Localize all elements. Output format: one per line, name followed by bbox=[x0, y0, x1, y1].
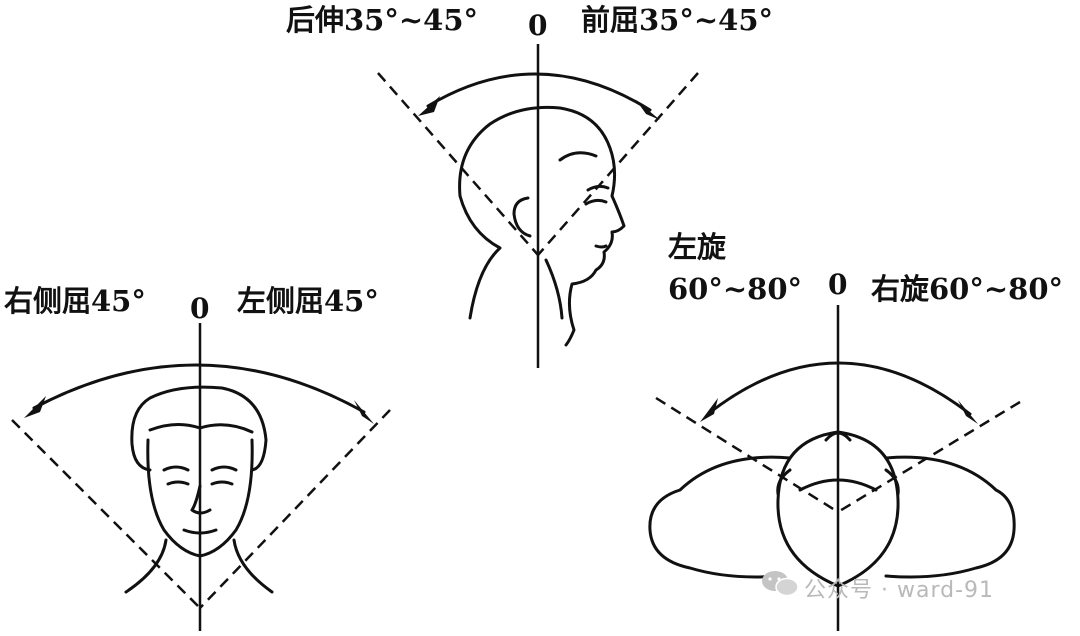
extension-range-label: 后伸35°~45° bbox=[286, 3, 479, 37]
top-motion-arc bbox=[426, 72, 652, 112]
left-right-dashed-line bbox=[199, 409, 391, 609]
flexion-range-label: 前屈35°~45° bbox=[581, 3, 774, 37]
rotation-diagram bbox=[648, 305, 1021, 631]
right-rotation-label: 右旋60°~80° bbox=[871, 272, 1064, 306]
right-right-dashed-line bbox=[837, 400, 1021, 514]
top-right-dashed-line bbox=[537, 72, 699, 256]
left-left-dashed-line bbox=[11, 419, 201, 609]
top-zero-label: 0 bbox=[528, 9, 548, 42]
left-motion-arc bbox=[32, 363, 366, 414]
flexion-extension-diagram bbox=[377, 44, 699, 368]
right-lateral-flexion-label: 右侧屈45° bbox=[4, 284, 146, 318]
wechat-icon bbox=[762, 571, 799, 597]
right-motion-arc bbox=[706, 361, 972, 416]
right-arc-left-arrowhead bbox=[700, 398, 718, 422]
left-rotation-label-line2: 60°~80° bbox=[668, 272, 803, 306]
top-view-head bbox=[648, 430, 1016, 588]
left-rotation-label-line1: 左旋 bbox=[668, 230, 727, 264]
watermark-text: 公众号 · ward-91 bbox=[804, 578, 995, 603]
left-arc-right-arrowhead bbox=[354, 400, 374, 424]
left-lateral-flexion-label: 左侧屈45° bbox=[237, 284, 379, 318]
top-left-dashed-line bbox=[377, 72, 539, 256]
top-arc-right-arrowhead bbox=[636, 100, 660, 120]
left-arc-left-arrowhead bbox=[24, 396, 46, 418]
top-arc-left-arrowhead bbox=[418, 96, 440, 116]
front-view-head bbox=[124, 385, 274, 594]
lateral-flexion-diagram bbox=[11, 323, 391, 631]
right-zero-label: 0 bbox=[828, 268, 848, 301]
left-zero-label: 0 bbox=[190, 292, 210, 325]
right-arc-right-arrowhead bbox=[958, 400, 978, 424]
side-view-head bbox=[458, 105, 626, 347]
right-left-dashed-line bbox=[655, 396, 839, 514]
